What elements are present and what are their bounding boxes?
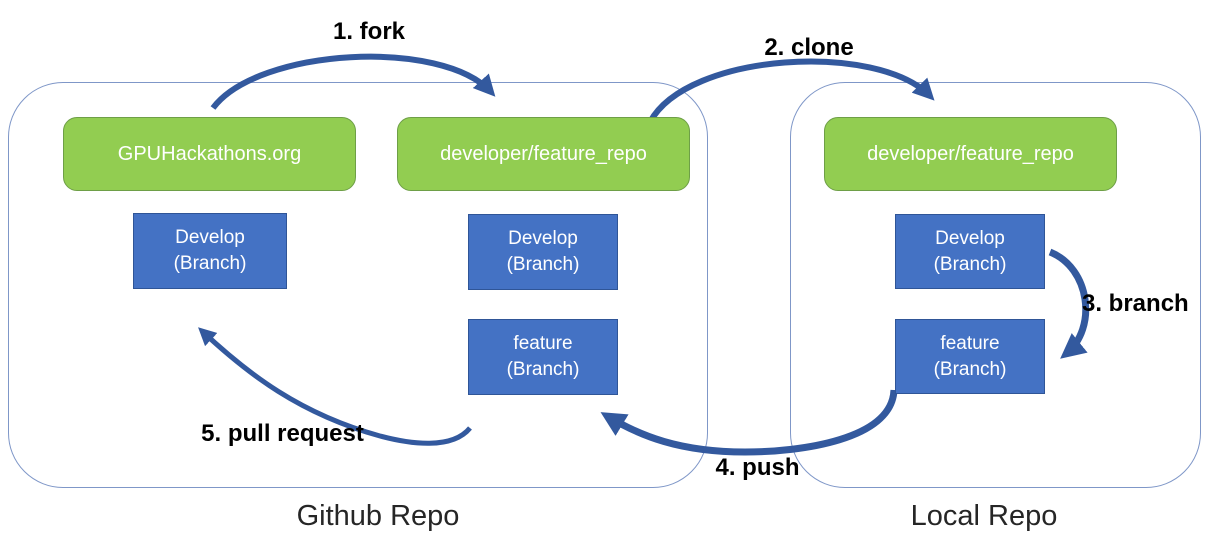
local-repo-container [790, 82, 1201, 488]
local-repo-title: Local Repo [910, 500, 1058, 532]
step-label-branch: 3. branch [1082, 290, 1189, 317]
github-repo-title: Github Repo [296, 500, 460, 532]
branch-node-github-main-develop: Develop (Branch) [133, 213, 287, 289]
repo-node-label: developer/feature_repo [440, 142, 647, 165]
repo-node-local-clone: developer/feature_repo [824, 117, 1117, 191]
step-label-pull-request: 5. pull request [201, 420, 364, 447]
branch-type: (Branch) [933, 358, 1007, 380]
branch-type: (Branch) [173, 253, 247, 274]
branch-node-github-fork-feature: feature (Branch) [468, 319, 618, 395]
branch-name: Develop [508, 228, 578, 250]
step-label-push: 4. push [715, 454, 800, 481]
branch-type: (Branch) [506, 359, 580, 380]
branch-type: (Branch) [506, 254, 580, 275]
branch-node-local-develop: Develop (Branch) [895, 214, 1045, 289]
branch-name: feature [940, 332, 1000, 354]
branch-type: (Branch) [933, 253, 1007, 275]
branch-name: Develop [935, 227, 1005, 249]
branch-node-local-feature: feature (Branch) [895, 319, 1045, 394]
branch-name: feature [513, 333, 573, 355]
repo-node-label: developer/feature_repo [867, 142, 1074, 165]
branch-name: Develop [175, 227, 245, 249]
step-label-fork: 1. fork [332, 18, 406, 45]
repo-node-gpuhackathons: GPUHackathons.org [63, 117, 356, 191]
repo-node-github-fork: developer/feature_repo [397, 117, 690, 191]
step-label-clone: 2. clone [764, 34, 854, 61]
repo-node-label: GPUHackathons.org [117, 142, 302, 165]
branch-node-github-fork-develop: Develop (Branch) [468, 214, 618, 290]
